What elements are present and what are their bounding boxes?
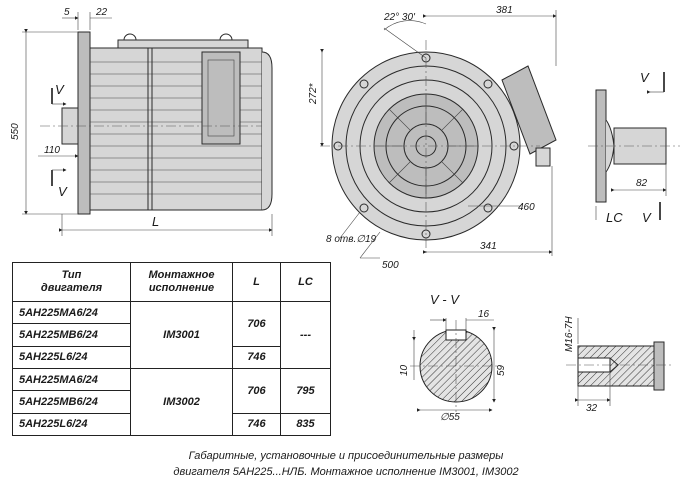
terminal-box [201,51,241,145]
dim-381: 381 [496,5,513,16]
cell-L: 706 [232,301,281,347]
dim-16: 16 [478,309,490,320]
dim-55: ∅55 [440,412,460,423]
cell-type: 5АН225МВ6/24 [12,390,131,414]
caption-line-2: двигателя 5АН225...НЛБ. Монтажное исполн… [173,466,519,478]
cell-type: 5АН225МА6/24 [12,367,131,392]
terminal-box-front [501,65,557,167]
dim-10: 10 [399,364,410,376]
section-mark-v-right-bottom: V [642,210,652,225]
dim-5: 5 [64,7,70,18]
cell-L: 746 [232,412,281,437]
section-mark-v-right-top: V [640,70,650,85]
dim-550: 550 [10,123,21,140]
cell-LC: 795 [280,367,331,414]
left-view: 5 22 550 V V 110 L [10,7,273,236]
dim-110: 110 [44,145,60,156]
header-L: L [232,262,281,302]
dim-500: 500 [382,260,399,271]
dim-angle: 22° 30' [383,12,416,23]
shaft-end-detail: M16-7H 32 [564,316,674,414]
header-mount: Монтажное исполнение [130,262,233,302]
section-mark-v-bottom: V [58,184,68,199]
table-row: 5АН225МА6/24 IM3002 706 795 [12,367,331,437]
table-row: 5АН225L6/24 746 835 [12,412,331,437]
cell-mount: IM3002 [130,367,233,437]
cell-type: 5АН225L6/24 [12,345,131,369]
cell-L: 706 [232,367,281,414]
cell-LC: 835 [280,412,331,437]
section-vv: V - V 16 10 59 ∅55 [399,292,507,423]
dim-thread: M16-7H [564,316,575,352]
dim-82: 82 [636,178,648,189]
right-view: V 82 LC V [588,70,680,225]
spec-table-wrap: Тип двигателя Монтажное исполнение L LC … [12,262,331,437]
table-row: 5АН225МВ6/24 [12,390,331,414]
cell-type: 5АН225МВ6/24 [12,323,131,347]
table-row: 5АН225МА6/24 IM3001 706 --- [12,300,331,369]
dim-LC: LC [606,210,623,225]
table-header-row: Тип двигателя Монтажное исполнение L LC [12,262,331,302]
dim-22: 22 [95,7,108,18]
section-title: V - V [430,292,460,307]
dim-341: 341 [480,241,497,252]
header-type: Тип двигателя [12,262,131,302]
dim-holes: 8 отв.∅19 [326,234,377,245]
dim-460: 460 [518,202,535,213]
section-mark-v-top: V [55,82,65,97]
header-LC: LC [280,262,331,302]
front-view: 22° 30' 381 272* 460 8 отв.∅19 341 500 [308,5,557,271]
cell-L: 746 [232,345,281,369]
cell-LC: --- [280,301,331,369]
table-row: 5АН225L6/24 746 [12,345,331,369]
cell-mount: IM3001 [130,301,233,369]
dim-59: 59 [496,364,507,376]
cell-type: 5АН225МА6/24 [12,300,131,325]
cell-type: 5АН225L6/24 [12,412,131,437]
dim-32: 32 [586,403,598,414]
flange [77,31,91,215]
caption-line-1: Габаритные, установочные и присоединител… [188,450,504,462]
spec-table: Тип двигателя Монтажное исполнение L LC … [12,262,331,437]
dim-272: 272* [308,82,319,105]
shaft [613,127,667,165]
dim-L: L [152,214,159,229]
